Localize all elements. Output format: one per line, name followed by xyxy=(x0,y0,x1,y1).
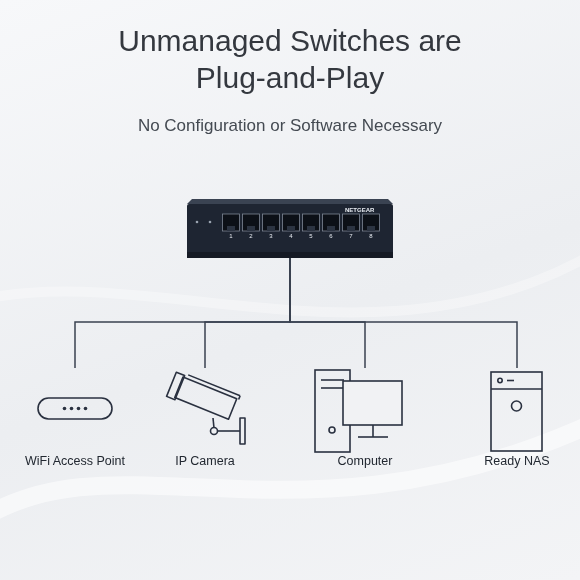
device-node: Computer xyxy=(295,368,435,470)
brand-name: NETGEAR xyxy=(345,207,374,213)
ethernet-port xyxy=(303,214,320,231)
ethernet-port xyxy=(323,214,340,231)
connector-line xyxy=(205,258,290,368)
device-node: Ready NAS xyxy=(447,368,580,470)
ip-camera-icon xyxy=(167,370,245,444)
port-number: 7 xyxy=(349,233,352,239)
device-label: IP Camera xyxy=(135,454,275,468)
device-label: Ready NAS xyxy=(447,454,580,468)
connector-line xyxy=(290,258,517,368)
port-number: 5 xyxy=(309,233,312,239)
switch-illustration xyxy=(187,199,393,258)
device-label: Computer xyxy=(295,454,435,468)
subtitle: No Configuration or Software Necessary xyxy=(40,116,540,136)
ethernet-port xyxy=(343,214,360,231)
connector-line xyxy=(290,258,365,368)
device-label: WiFi Access Point xyxy=(5,454,145,468)
background-swoosh xyxy=(0,250,580,520)
ethernet-port xyxy=(363,214,380,231)
port-number: 1 xyxy=(229,233,232,239)
computer-icon xyxy=(315,370,402,452)
port-number: 3 xyxy=(269,233,272,239)
wifi-ap-icon xyxy=(38,398,112,419)
ethernet-port xyxy=(283,214,300,231)
device-node: WiFi Access Point xyxy=(5,368,145,470)
port-number: 8 xyxy=(369,233,372,239)
ethernet-port xyxy=(243,214,260,231)
port-number: 6 xyxy=(329,233,332,239)
ethernet-port xyxy=(223,214,240,231)
port-number: 4 xyxy=(289,233,292,239)
connector-line xyxy=(75,258,290,368)
title: Unmanaged Switches are Plug-and-Play xyxy=(105,22,475,96)
port-number: 2 xyxy=(249,233,252,239)
ethernet-port xyxy=(263,214,280,231)
nas-icon xyxy=(491,372,542,451)
switch-box: NETGEAR 1 2 3 4 5 6 7 8 xyxy=(187,204,393,258)
device-node: IP Camera xyxy=(135,368,275,470)
